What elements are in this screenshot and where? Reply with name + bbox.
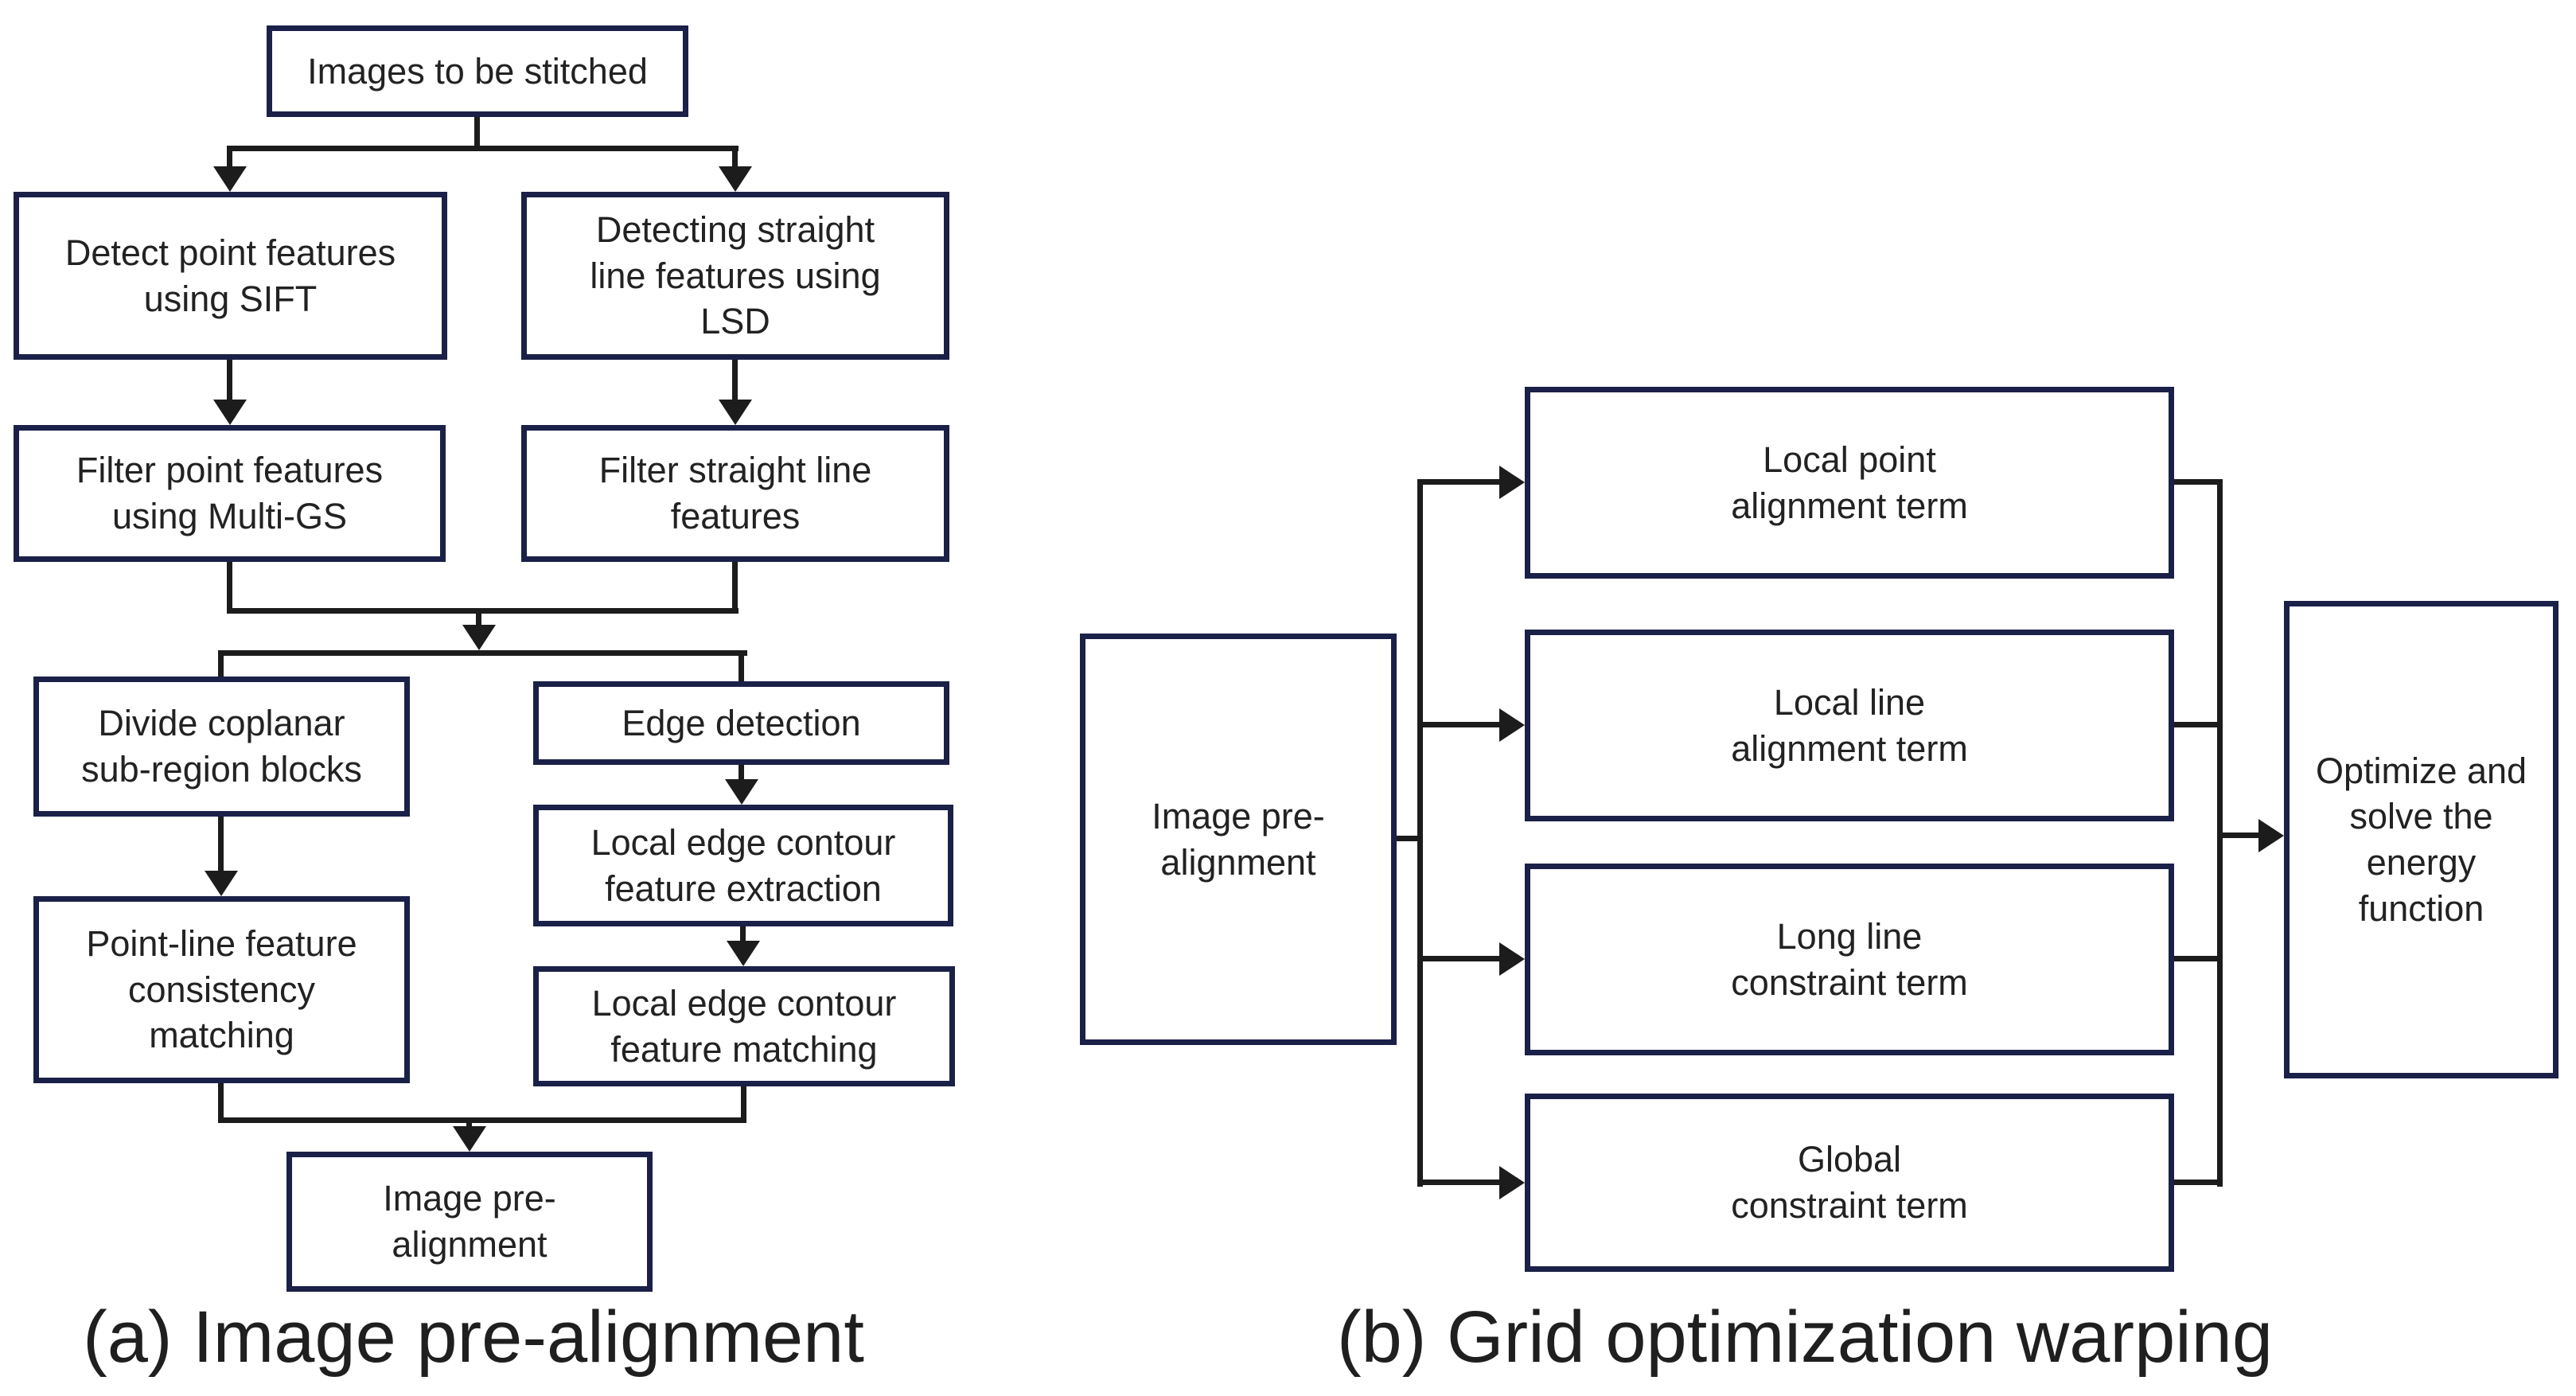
node-label: Local edge contour feature extraction: [590, 821, 896, 909]
connector-final-right-stub: [741, 1086, 746, 1123]
node-detect-line-features: Detecting straight line features using L…: [521, 192, 949, 360]
connector-drop-left: [227, 148, 232, 170]
arrowhead-right: [1499, 708, 1525, 742]
connector-final-left-stub: [218, 1083, 224, 1123]
node-label: Local line alignment term: [1731, 681, 1968, 769]
connector-split-left-stub: [218, 654, 224, 677]
connector-branch-local-point: [1417, 479, 1505, 485]
node-edge-detection: Edge detection: [533, 681, 949, 765]
node-contour-extraction: Local edge contour feature extraction: [533, 805, 953, 926]
connector-drop-right: [732, 148, 738, 170]
arrowhead-down: [719, 400, 752, 425]
node-local-line-term: Local line alignment term: [1525, 630, 2174, 821]
connector-branch-long-line: [1417, 956, 1505, 961]
arrowhead-right: [1499, 466, 1525, 499]
connector-split-top: [227, 146, 739, 151]
node-label: Global constraint term: [1731, 1139, 1968, 1226]
node-label: Divide coplanar sub-region blocks: [81, 703, 362, 790]
connector-edge-extraction: [739, 765, 744, 784]
connector-divide-matching: [218, 817, 224, 872]
arrowhead-down: [462, 625, 496, 650]
connector-prealign-stub: [1397, 836, 1423, 841]
arrowhead-down: [727, 941, 760, 966]
node-label: Local point alignment term: [1731, 439, 1968, 526]
connector-merge-drop: [476, 612, 481, 626]
connector-trunk: [1417, 479, 1423, 1187]
connector-final-merge-bar: [218, 1117, 746, 1123]
connector-branch-global: [1417, 1180, 1505, 1185]
node-contour-matching: Local edge contour feature matching: [533, 966, 955, 1086]
node-label: Local edge contour feature matching: [591, 982, 897, 1070]
arrowhead-down: [453, 1126, 486, 1152]
connector-merge-bar: [227, 608, 739, 614]
node-image-pre-alignment-a: Image pre- alignment: [286, 1152, 653, 1292]
connector-point-filter: [227, 360, 232, 403]
arrowhead-right: [1499, 942, 1525, 976]
node-label: Filter point features using Multi-GS: [76, 450, 384, 536]
connector-final-drop: [466, 1121, 472, 1128]
connector-split-right-stub: [739, 654, 744, 681]
node-images-to-be-stitched: Images to be stitched: [267, 25, 688, 117]
node-divide-blocks: Divide coplanar sub-region blocks: [33, 677, 410, 817]
node-optimize-energy: Optimize and solve the energy function: [2284, 601, 2558, 1078]
node-filter-line-features: Filter straight line features: [521, 425, 949, 562]
arrowhead-right: [2258, 819, 2284, 852]
arrowhead-right: [1499, 1166, 1525, 1199]
node-filter-point-features: Filter point features using Multi-GS: [14, 425, 446, 562]
node-label: Image pre- alignment: [1152, 795, 1325, 883]
connector-branch-local-line: [1417, 722, 1505, 727]
arrowhead-down: [725, 779, 758, 805]
arrowhead-down: [205, 871, 238, 896]
connector-merge-left-stub: [227, 562, 232, 614]
node-global-term: Global constraint term: [1525, 1094, 2174, 1272]
node-label: Long line constraint term: [1731, 915, 1968, 1003]
connector-out-long-line: [2174, 956, 2220, 961]
caption-panel-a: (a) Image pre-alignment: [83, 1297, 864, 1378]
node-label: Image pre- alignment: [383, 1178, 556, 1265]
node-point-line-matching: Point-line feature consistency matching: [33, 896, 410, 1083]
arrowhead-down: [719, 166, 752, 192]
node-label: Detect point features using SIFT: [64, 232, 396, 319]
node-label: Point-line feature consistency matching: [86, 923, 357, 1056]
node-long-line-term: Long line constraint term: [1525, 864, 2174, 1055]
connector-split-bar: [218, 650, 747, 656]
arrowhead-down: [213, 166, 247, 192]
connector-extraction-matching: [740, 926, 746, 946]
node-label: Images to be stitched: [307, 50, 648, 92]
node-local-point-term: Local point alignment term: [1525, 387, 2174, 579]
node-label: Filter straight line features: [598, 450, 872, 536]
caption-panel-b: (b) Grid optimization warping: [1337, 1297, 2274, 1378]
connector-to-optimize: [2217, 833, 2258, 838]
connector-line-filter: [732, 360, 738, 403]
node-label: Optimize and solve the energy function: [2315, 750, 2527, 929]
connector-out-global: [2174, 1180, 2220, 1185]
arrowhead-down: [213, 400, 247, 425]
connector-root-stub: [474, 117, 480, 149]
node-label: Edge detection: [622, 702, 861, 743]
connector-out-local-point: [2174, 479, 2220, 485]
connector-out-local-line: [2174, 722, 2220, 727]
connector-merge-right-stub: [732, 562, 738, 614]
node-image-pre-alignment-b: Image pre- alignment: [1080, 634, 1397, 1045]
node-detect-point-features: Detect point features using SIFT: [14, 192, 447, 360]
node-label: Detecting straight line features using L…: [590, 209, 881, 342]
